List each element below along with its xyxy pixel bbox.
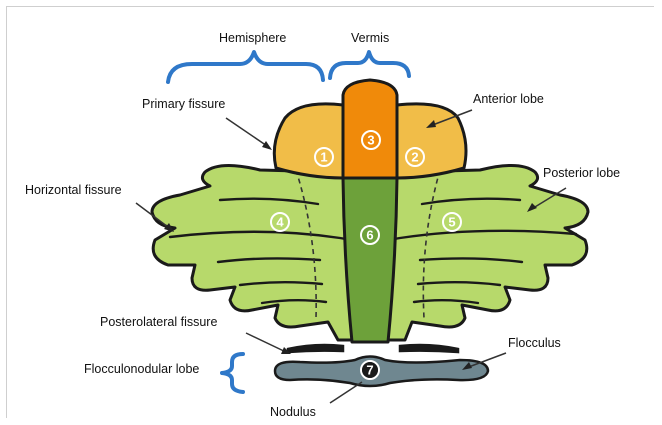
label-posterior-lobe: Posterior lobe xyxy=(543,166,620,180)
anterior-lobe-right xyxy=(397,104,466,178)
vermis-brace xyxy=(330,52,409,78)
posterolateral-fissure-left xyxy=(288,345,343,352)
posterolateral-fissure-pointer xyxy=(246,333,288,353)
region-number-3: 3 xyxy=(367,133,374,148)
region-number-2: 2 xyxy=(411,150,418,165)
region-number-4: 4 xyxy=(276,215,284,230)
label-flocculonodular-lobe: Flocculonodular lobe xyxy=(84,362,199,376)
primary-fissure-arrowhead xyxy=(262,141,272,150)
label-anterior-lobe: Anterior lobe xyxy=(473,92,544,106)
label-hemisphere: Hemisphere xyxy=(219,31,286,45)
vermis-posterior xyxy=(343,178,397,342)
hemisphere-brace xyxy=(168,52,323,82)
posterolateral-fissure-right xyxy=(400,345,458,352)
primary-fissure-pointer xyxy=(226,118,270,148)
label-flocculus: Flocculus xyxy=(508,336,561,350)
region-number-6: 6 xyxy=(366,228,373,243)
label-horizontal-fissure: Horizontal fissure xyxy=(25,183,122,197)
nodulus-pointer xyxy=(330,382,362,403)
flocculonodular-lobe xyxy=(275,357,488,387)
vermis-anterior xyxy=(343,80,397,178)
region-number-7: 7 xyxy=(366,363,373,378)
region-number-1: 1 xyxy=(320,150,327,165)
label-primary-fissure: Primary fissure xyxy=(142,97,225,111)
anterior-lobe-left xyxy=(274,104,343,178)
region-number-5: 5 xyxy=(448,215,455,230)
label-nodulus: Nodulus xyxy=(270,405,316,419)
label-vermis: Vermis xyxy=(351,31,389,45)
label-posterolateral-fissure: Posterolateral fissure xyxy=(100,315,217,329)
flocculonodular-brace xyxy=(222,354,243,392)
